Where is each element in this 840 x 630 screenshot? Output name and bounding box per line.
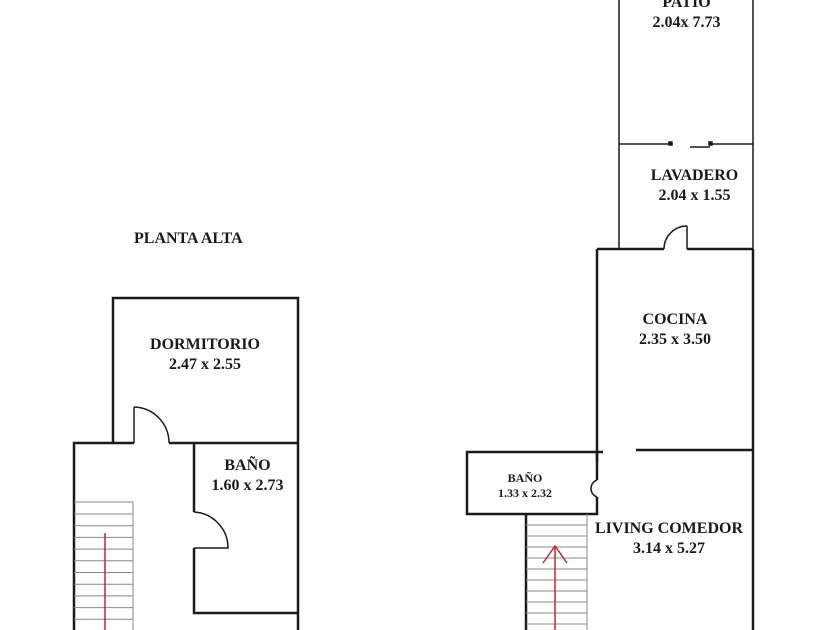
room-name: COCINA (642, 311, 708, 328)
room-name: BAÑO (507, 471, 543, 485)
room-size: 3.14 x 5.27 (633, 540, 705, 557)
stair-arrow (542, 544, 568, 630)
ground-doors (590, 225, 688, 498)
stairs-left (74, 501, 134, 630)
door-swing-arc (663, 225, 688, 250)
room-patio: PATIO 2.04x 7.73 (620, 0, 753, 33)
hallway-wall (72, 441, 134, 630)
room-size: 1.60 x 2.73 (211, 477, 284, 494)
room-cocina: COCINA 2.35 x 3.50 (610, 310, 740, 350)
bano-bottom-wall (192, 548, 298, 615)
room-name: PATIO (662, 0, 711, 11)
room-name: BAÑO (224, 457, 271, 474)
room-size: 2.47 x 2.55 (169, 356, 241, 373)
room-bano-planta-alta: BAÑO 1.60 x 2.73 (200, 456, 295, 496)
room-size: 2.04 x 1.55 (658, 187, 731, 204)
room-dormitorio: DORMITORIO 2.47 x 2.55 (140, 335, 270, 375)
dormitorio-walls (111, 296, 300, 630)
upper-floor-walls (72, 296, 300, 630)
plan-title: PLANTA ALTA (134, 230, 243, 247)
room-size: 2.35 x 3.50 (639, 331, 711, 348)
room-name: LAVADERO (650, 167, 739, 184)
room-size: 1.33 x 2.32 (498, 486, 552, 500)
room-bano-planta-baja: BAÑO 1.33 x 2.32 (480, 471, 570, 501)
room-name: DORMITORIO (150, 336, 260, 353)
patio-walls (618, 0, 754, 249)
room-name: LIVING COMEDOR (594, 520, 743, 537)
door-swing-arc (590, 479, 598, 498)
room-lavadero: LAVADERO 2.04 x 1.55 (628, 166, 761, 206)
door-swing-arc (133, 406, 170, 444)
room-living-comedor: LIVING COMEDOR 3.14 x 5.27 (588, 519, 750, 559)
room-size: 2.04x 7.73 (652, 14, 721, 31)
ground-floor-walls (465, 247, 755, 630)
upper-doors (133, 406, 229, 549)
door-swing-arc (193, 511, 229, 549)
stairs-right (526, 514, 588, 630)
